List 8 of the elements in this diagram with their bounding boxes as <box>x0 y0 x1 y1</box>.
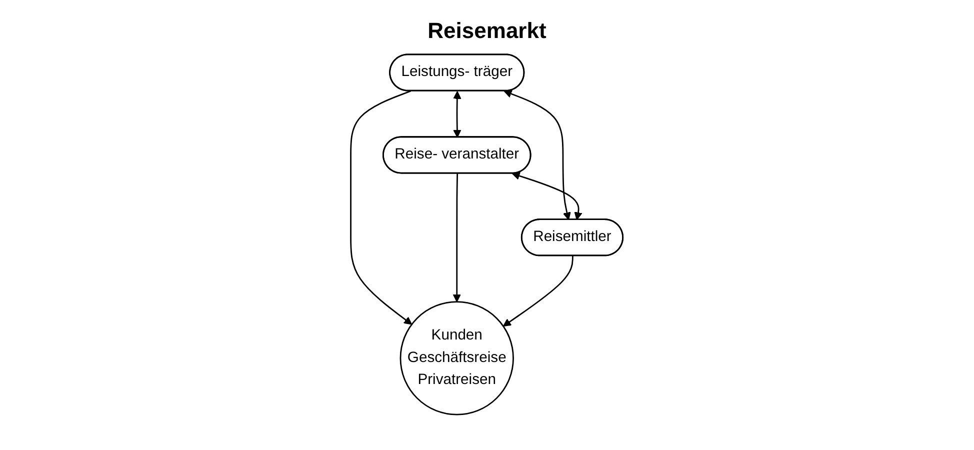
arrow <box>453 172 462 302</box>
arrow <box>350 90 412 324</box>
arrow <box>512 172 582 220</box>
arrow <box>503 255 574 326</box>
arrow <box>453 90 462 138</box>
node-circle: Kunden Geschäftsreise Privatreisen <box>400 300 514 415</box>
diagram-title: Reisemarkt <box>426 17 548 44</box>
arrow <box>504 89 572 220</box>
